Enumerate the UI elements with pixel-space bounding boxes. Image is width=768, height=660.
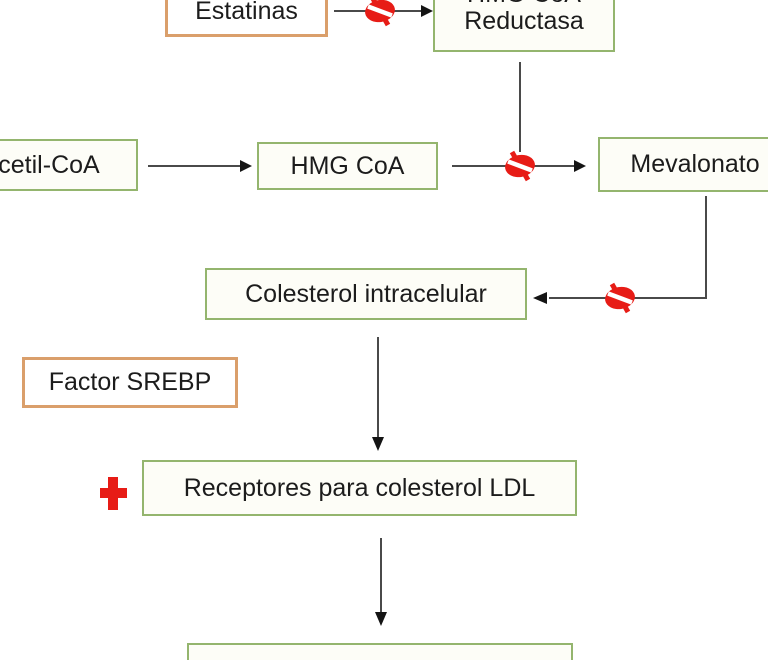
node-label: cetil-CoA (0, 150, 100, 179)
arrowhead-down-icon (375, 612, 387, 626)
prohibition-icon (505, 150, 535, 182)
arrowhead-right-icon (240, 160, 252, 172)
arrow-mevalonato-to-colesterol (549, 196, 707, 299)
node-mevalonato: Mevalonato (598, 137, 768, 192)
plus-icon (100, 477, 127, 510)
arrowhead-left-icon (533, 292, 547, 304)
node-colesterol-intracelular: Colesterol intracelular (205, 268, 527, 320)
arrowhead-down-icon (372, 437, 384, 451)
node-label: Factor SREBP (48, 368, 212, 396)
prohibition-icon (365, 0, 395, 27)
arrowhead-right-icon (574, 160, 586, 172)
node-label-line2: Reductasa (464, 7, 584, 35)
node-estatinas: Estatinas (165, 0, 328, 37)
node-bottom-clipped (187, 643, 573, 660)
arrowhead-right-icon (421, 5, 433, 17)
node-hmg-coa-reductasa: HMG CoA Reductasa (433, 0, 615, 52)
node-acetil-coa: cetil-CoA (0, 139, 138, 191)
prohibition-icon (605, 282, 635, 314)
node-label-line1: HMG CoA (467, 0, 581, 8)
node-receptores-ldl: Receptores para colesterol LDL (142, 460, 577, 516)
node-label: Colesterol intracelular (245, 279, 487, 308)
node-hmg-coa: HMG CoA (257, 142, 438, 190)
node-factor-srebp: Factor SREBP (22, 357, 238, 408)
node-label: Estatinas (195, 0, 298, 25)
node-label: Receptores para colesterol LDL (183, 473, 536, 502)
node-label: Mevalonato (630, 150, 760, 178)
node-label: HMG CoA (290, 151, 405, 180)
